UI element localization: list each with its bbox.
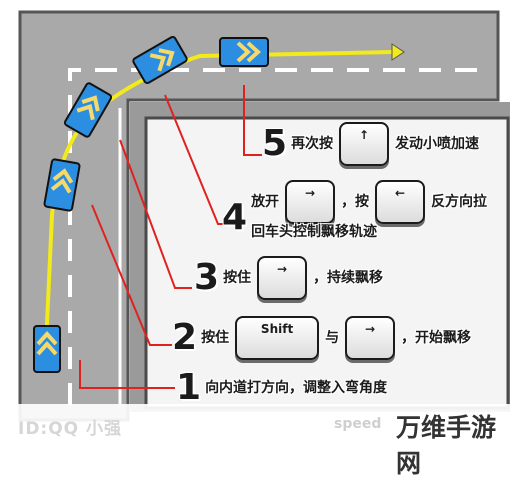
step-4-text-c: 反方向拉 bbox=[431, 194, 488, 210]
road-map bbox=[18, 10, 510, 422]
car-3 bbox=[63, 82, 113, 138]
shift-key-icon: Shift bbox=[235, 316, 320, 360]
right-key-icon: → bbox=[345, 316, 396, 360]
step-1-text: 向内道打方向，调整入弯角度 bbox=[205, 380, 388, 396]
right-key-icon: → bbox=[285, 180, 336, 224]
step-1: 1 向内道打方向，调整入弯角度 bbox=[176, 370, 387, 406]
leader-5 bbox=[243, 85, 262, 156]
step-4-text-b: ，按 bbox=[341, 194, 370, 210]
step-5-number: 5 bbox=[262, 123, 288, 164]
step-2-number: 2 bbox=[172, 317, 198, 358]
up-key-icon: ↑ bbox=[339, 122, 390, 166]
step-4-text-a: 放开 bbox=[251, 194, 280, 210]
watermark-left: ID:QQ 小强 bbox=[18, 419, 123, 439]
step-3-text-before: 按住 bbox=[223, 270, 252, 286]
car-5 bbox=[219, 37, 269, 67]
step-3-number: 3 bbox=[194, 257, 220, 298]
step-4: 4 放开 → ，按 ← 反方向拉 回车头控制飘移轨迹 bbox=[222, 180, 487, 240]
leader-lines bbox=[79, 85, 262, 389]
step-2-text-after: ，开始飘移 bbox=[401, 330, 472, 346]
watermark-right: 万维手游网 bbox=[396, 413, 497, 478]
step-5: 5 再次按 ↑ 发动小喷加速 bbox=[262, 122, 479, 166]
car-2 bbox=[43, 158, 81, 212]
step-4-line-2: 回车头控制飘移轨迹 bbox=[251, 224, 378, 240]
info-panel bbox=[144, 116, 510, 410]
car-4 bbox=[132, 35, 188, 85]
right-key-icon: → bbox=[257, 256, 308, 300]
leader-2 bbox=[91, 204, 172, 346]
step-5-text-before: 再次按 bbox=[291, 136, 334, 152]
leader-3 bbox=[119, 139, 192, 289]
step-5-text-after: 发动小喷加速 bbox=[395, 136, 480, 152]
step-3-text-after: ，持续飘移 bbox=[313, 270, 384, 286]
drift-diagram: 5 再次按 ↑ 发动小喷加速 4 放开 → ，按 ← 反方向拉 回车头控制飘移轨… bbox=[0, 10, 520, 478]
track-arrowhead bbox=[391, 43, 405, 61]
leader-1 bbox=[79, 360, 175, 389]
step-4-lines: 放开 → ，按 ← 反方向拉 回车头控制飘移轨迹 bbox=[251, 180, 487, 240]
left-key-icon: ← bbox=[375, 180, 426, 224]
car-1 bbox=[33, 325, 61, 373]
step-3: 3 按住 → ，持续飘移 bbox=[194, 256, 383, 300]
step-2-connector: 与 bbox=[325, 330, 340, 346]
lane-dashes bbox=[68, 68, 490, 405]
step-2: 2 按住 Shift 与 → ，开始飘移 bbox=[172, 316, 471, 360]
step-1-number: 1 bbox=[176, 367, 202, 408]
leader-4 bbox=[164, 94, 232, 225]
step-4-number: 4 bbox=[222, 197, 248, 238]
step-2-text-before: 按住 bbox=[201, 330, 230, 346]
watermark-middle: speed bbox=[334, 416, 382, 432]
watermark-band: ID:QQ 小强 speed 万维手游网 bbox=[0, 404, 520, 478]
